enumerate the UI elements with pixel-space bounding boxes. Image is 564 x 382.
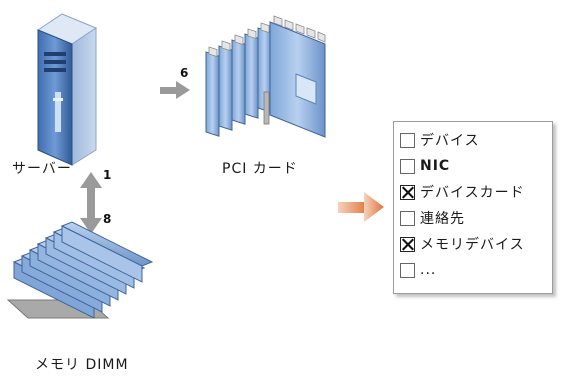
pci-card-icon [205, 15, 326, 138]
checkbox-checked[interactable] [400, 184, 415, 200]
checklist-item-nic[interactable]: NIC [400, 155, 450, 177]
checklist-item-label: ... [420, 262, 437, 278]
checklist-item-label: メモリデバイス [420, 237, 525, 253]
checklist-item-memory-device[interactable]: メモリデバイス [400, 233, 525, 255]
server-to-pci-arrow [160, 81, 190, 99]
pci-number: 6 [180, 66, 189, 80]
memory-dimm-icon [6, 221, 154, 319]
checklist-item-more[interactable]: ... [400, 259, 436, 281]
checklist-item-device[interactable]: デバイス [400, 129, 480, 151]
memory-number: 8 [103, 212, 112, 226]
checklist-item-device-card[interactable]: デバイスカード [400, 181, 525, 203]
checklist-item-label: デバイス [420, 133, 480, 149]
checklist-item-label: 連絡先 [420, 211, 465, 227]
checklist-item-contact[interactable]: 連絡先 [400, 207, 465, 229]
checkbox[interactable] [400, 158, 415, 174]
checklist-item-label: デバイスカード [420, 185, 525, 201]
server-tower-icon [36, 13, 98, 166]
server-to-memory-arrow [80, 172, 102, 234]
flow-arrow [338, 192, 384, 222]
checkbox[interactable] [400, 262, 415, 278]
pci-card-label: PCI カード [222, 161, 298, 177]
memory-label: メモリ DIMM [35, 357, 129, 373]
checklist-item-label: NIC [420, 158, 451, 174]
checkbox[interactable] [400, 210, 415, 226]
device-checklist: デバイス NIC デバイスカード 連絡先 メモリデバイス ... [393, 121, 553, 294]
server-label: サーバー [12, 161, 72, 177]
server-number: 1 [103, 168, 112, 182]
checkbox-checked[interactable] [400, 236, 415, 252]
checkbox[interactable] [400, 132, 415, 148]
